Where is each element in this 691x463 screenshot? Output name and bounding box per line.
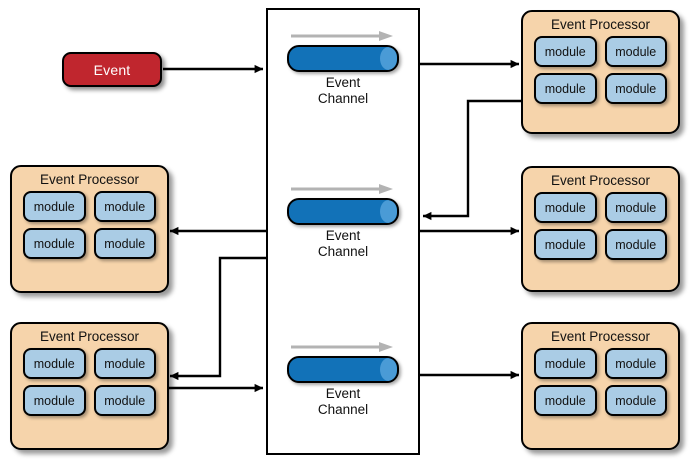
module-item[interactable]: module <box>93 228 156 259</box>
channel-3-label: Event Channel <box>268 386 418 418</box>
module-item[interactable]: module <box>23 191 86 222</box>
channel-pipe-icon <box>287 198 399 225</box>
processor-top-right[interactable]: Event Processor module module module mod… <box>521 10 680 134</box>
flow-arrow-icon <box>289 341 397 353</box>
channel-pipe-icon <box>287 356 399 383</box>
channel-1-label-line2: Channel <box>317 91 369 106</box>
channel-2-label-line1: Event <box>325 228 361 243</box>
pipe-cap-icon <box>380 200 397 223</box>
module-grid: module module module module <box>534 192 667 260</box>
channel-2-label: Event Channel <box>268 228 418 260</box>
module-item[interactable]: module <box>604 36 667 67</box>
module-item[interactable]: module <box>23 348 86 379</box>
module-item[interactable]: module <box>93 348 156 379</box>
module-grid: module module module module <box>23 191 156 259</box>
module-item[interactable]: module <box>604 229 667 260</box>
event-channel-2[interactable]: Event Channel <box>268 183 418 260</box>
module-item[interactable]: module <box>534 385 597 416</box>
processor-middle-right[interactable]: Event Processor module module module mod… <box>521 166 680 292</box>
module-item[interactable]: module <box>604 348 667 379</box>
module-grid: module module module module <box>23 348 156 416</box>
module-item[interactable]: module <box>93 385 156 416</box>
processor-middle-left[interactable]: Event Processor module module module mod… <box>10 165 169 293</box>
module-item[interactable]: module <box>604 73 667 104</box>
processor-title: Event Processor <box>550 17 651 32</box>
event-node[interactable]: Event <box>62 52 162 87</box>
module-item[interactable]: module <box>534 229 597 260</box>
module-item[interactable]: module <box>23 385 86 416</box>
module-item[interactable]: module <box>534 73 597 104</box>
channel-3-label-line1: Event <box>325 386 361 401</box>
event-label: Event <box>93 61 131 78</box>
channel-1-label: Event Channel <box>268 75 418 107</box>
module-item[interactable]: module <box>534 192 597 223</box>
channel-1-label-line1: Event <box>325 75 361 90</box>
module-item[interactable]: module <box>604 385 667 416</box>
module-item[interactable]: module <box>534 348 597 379</box>
processor-title: Event Processor <box>39 329 140 344</box>
processor-title: Event Processor <box>550 173 651 188</box>
module-grid: module module module module <box>534 348 667 416</box>
processor-bottom-right[interactable]: Event Processor module module module mod… <box>521 322 680 450</box>
module-item[interactable]: module <box>604 192 667 223</box>
flow-arrow-icon <box>289 30 397 42</box>
channel-2-label-line2: Channel <box>317 244 369 259</box>
module-grid: module module module module <box>534 36 667 104</box>
processor-title: Event Processor <box>39 172 140 187</box>
wire-channel2-to-processor-bottom-left <box>169 256 267 381</box>
wire-processor-top-right-to-channel2 <box>422 99 524 221</box>
event-channel-1[interactable]: Event Channel <box>268 30 418 107</box>
module-item[interactable]: module <box>93 191 156 222</box>
flow-arrow-icon <box>289 183 397 195</box>
processor-bottom-left[interactable]: Event Processor module module module mod… <box>10 322 169 450</box>
pipe-cap-icon <box>380 47 397 70</box>
channel-pipe-icon <box>287 45 399 72</box>
event-channel-3[interactable]: Event Channel <box>268 341 418 418</box>
processor-title: Event Processor <box>550 329 651 344</box>
pipe-cap-icon <box>380 358 397 381</box>
module-item[interactable]: module <box>23 228 86 259</box>
module-item[interactable]: module <box>534 36 597 67</box>
channel-3-label-line2: Channel <box>317 402 369 417</box>
